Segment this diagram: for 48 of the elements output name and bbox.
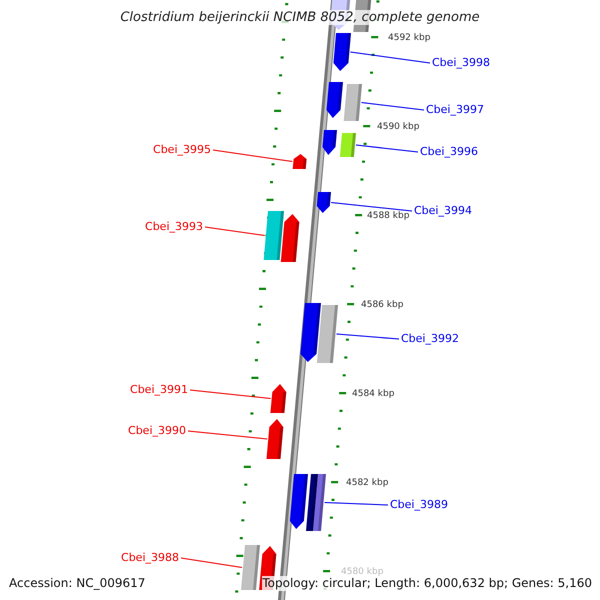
gene-label: Cbei_3992 — [401, 333, 459, 345]
gene-label: Cbei_3998 — [432, 57, 490, 69]
gene-block — [333, 33, 351, 71]
leader-line — [190, 390, 272, 399]
gene-block — [266, 419, 284, 459]
gene-block — [313, 474, 326, 531]
gene-block — [270, 384, 286, 413]
scale-label: 4584 kbp — [352, 388, 394, 400]
gene-block — [300, 303, 321, 362]
leader-line — [188, 430, 268, 440]
leader-line — [204, 226, 266, 236]
scale-label: 4592 kbp — [388, 32, 430, 44]
footer-text: Accession: NC_009617 — [9, 576, 146, 591]
leader-line — [212, 150, 293, 162]
gene-block — [340, 133, 356, 157]
gene-label: Cbei_3995 — [153, 144, 211, 156]
scale-label: 4590 kbp — [377, 121, 420, 133]
gene-label: Cbei_3989 — [390, 499, 448, 511]
gene-block — [241, 545, 260, 590]
gene-label: Cbei_3990 — [128, 425, 186, 437]
gene-block — [292, 154, 307, 169]
gene-block — [322, 130, 337, 155]
gene-label: Cbei_3993 — [145, 221, 203, 233]
gene-block — [306, 474, 318, 531]
gene-block — [264, 211, 284, 260]
footer-text: Topology: circular; Length: 6,000,632 bp; Genes: 5,160 — [262, 576, 592, 591]
gene-block — [280, 214, 300, 262]
leader-line — [355, 144, 418, 152]
leader-line — [324, 502, 388, 506]
gene-label: Cbei_3988 — [121, 552, 179, 564]
gene-block — [326, 82, 343, 118]
leader-line — [360, 102, 424, 110]
gene-block — [316, 305, 338, 363]
title: Clostridium beijerinckii NCIMB 8052, complete genome — [118, 10, 482, 25]
leader-line — [336, 334, 400, 340]
scale-label: 4580 kbp — [341, 566, 384, 578]
gene-block — [344, 84, 362, 121]
gene-block — [316, 192, 331, 213]
leader-line — [330, 202, 412, 212]
gene-label: Cbei_3997 — [426, 104, 484, 116]
scale-label: 4588 kbp — [367, 210, 410, 222]
gene-label: Cbei_3991 — [130, 384, 188, 396]
scale-label: 4582 kbp — [346, 477, 388, 489]
leader-line — [350, 52, 430, 64]
gene-label: Cbei_3994 — [414, 205, 472, 217]
gene-block — [290, 474, 308, 529]
gene-label: Cbei_3996 — [420, 146, 478, 158]
scale-label: 4586 kbp — [361, 299, 404, 311]
